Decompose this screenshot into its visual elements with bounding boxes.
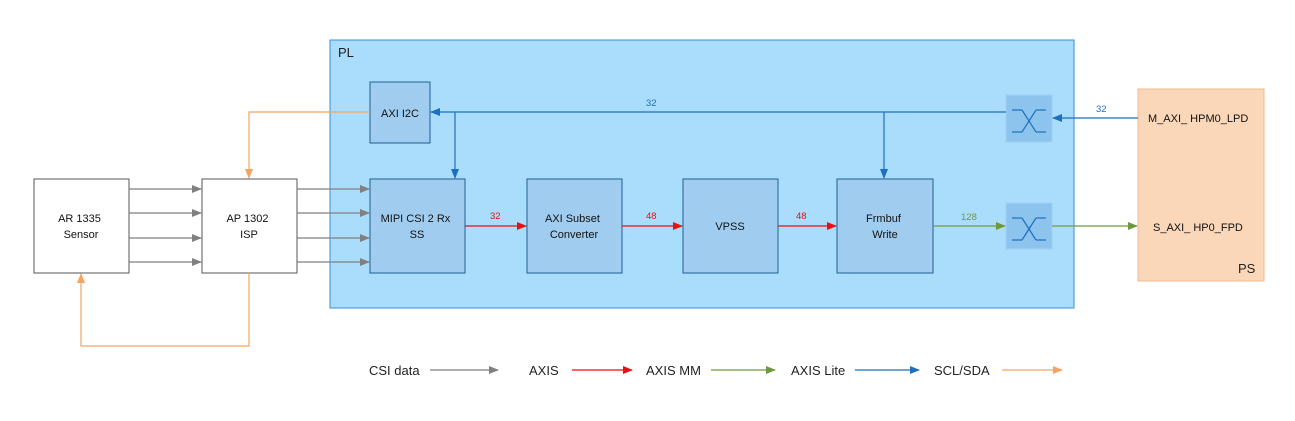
vpss-label: VPSS — [715, 221, 744, 233]
axi-i2c-block — [369, 81, 431, 144]
svg-text:AXI Subset Converter: AXI Subset Converter — [545, 213, 603, 241]
width-vpss-to-frmbuf: 48 — [796, 211, 807, 222]
svg-text:AP 1302 ISP: AP 1302 ISP — [226, 213, 271, 241]
width-subset-to-vpss: 48 — [646, 211, 657, 222]
ps-label: PS — [1238, 261, 1256, 276]
csi-sensor-to-isp-arrows — [129, 185, 202, 266]
vpss-block — [682, 178, 779, 274]
csi-isp-to-mipi-arrows — [297, 185, 370, 266]
scl-i2c-to-isp-arrow — [245, 111, 370, 179]
width-frmbuf-out: 128 — [961, 212, 977, 223]
legend: CSI data AXIS AXIS MM AXIS Lite SCL/SDA — [369, 363, 1063, 378]
mipi-csi-block — [369, 178, 466, 274]
axi-subset-converter-block — [526, 178, 623, 274]
legend-label-axis-lite: AXIS Lite — [791, 363, 845, 378]
frmbuf-write-block — [836, 178, 934, 274]
frmbuf-label-1: Frmbuf — [866, 213, 902, 225]
width-lite-bus: 32 — [646, 98, 657, 109]
mipi-label-1: MIPI CSI 2 Rx — [381, 213, 451, 225]
subset-label-1: AXI Subset — [545, 213, 600, 225]
ps-region — [1137, 88, 1265, 282]
hpm0-port-label: M_AXI_ HPM0_LPD — [1148, 113, 1248, 125]
legend-label-csi: CSI data — [369, 363, 420, 378]
frmbuf-label-2: Write — [872, 229, 897, 241]
legend-label-axis-mm: AXIS MM — [646, 363, 701, 378]
sensor-label-2: Sensor — [64, 229, 99, 241]
svg-text:AR 1335 Sensor: AR 1335 Sensor — [58, 213, 104, 241]
mipi-label-2: SS — [410, 229, 425, 241]
axi-i2c-label: AXI I2C — [381, 108, 419, 120]
isp-block — [201, 178, 298, 274]
sensor-label-1: AR 1335 — [58, 213, 101, 225]
svg-text:MIPI CSI 2 Rx SS: MIPI CSI 2 Rx SS — [381, 213, 454, 241]
subset-label-2: Converter — [550, 229, 599, 241]
isp-label-1: AP 1302 — [226, 213, 268, 225]
interconnect-bottom-icon — [1005, 202, 1053, 250]
legend-label-axis: AXIS — [529, 363, 559, 378]
isp-label-2: ISP — [240, 229, 258, 241]
svg-text:Frmbuf Write: Frmbuf Write — [866, 213, 904, 241]
width-mipi-to-subset: 32 — [490, 211, 501, 222]
pl-label: PL — [338, 45, 354, 60]
legend-label-scl-sda: SCL/SDA — [934, 363, 990, 378]
scl-isp-to-sensor-arrow — [77, 273, 250, 347]
width-hpm0-in: 32 — [1096, 104, 1107, 115]
interconnect-top-icon — [1005, 94, 1053, 143]
sensor-block — [33, 178, 130, 274]
hp0-port-label: S_AXI_ HP0_FPD — [1153, 222, 1243, 234]
